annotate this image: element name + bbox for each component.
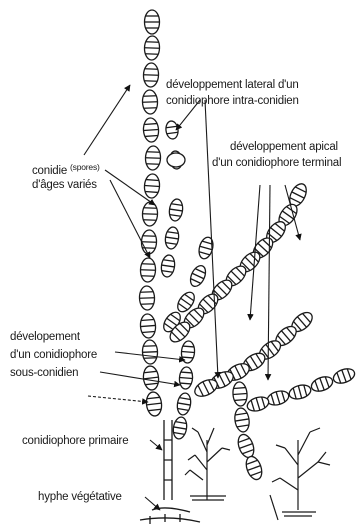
conidium <box>145 10 160 34</box>
conidium <box>165 120 179 139</box>
main-stalk <box>140 420 200 524</box>
conidium <box>243 454 264 481</box>
label-sous-line3: sous-conidien <box>10 366 78 380</box>
label-sous-line1: dévelopement <box>10 330 80 344</box>
pointer-sous-2 <box>100 372 180 385</box>
conidium <box>168 198 184 222</box>
conidium <box>164 226 180 250</box>
label-apical-line2: d'un conidiophore terminal <box>212 156 341 170</box>
conidium <box>141 230 157 255</box>
conidium <box>139 286 155 311</box>
conidium <box>160 254 176 278</box>
conidium <box>143 63 159 88</box>
conidium <box>167 153 185 167</box>
conidium <box>187 263 208 288</box>
label-conidie-spores: (spores) <box>70 162 100 172</box>
label-conidie-ages: d'âges variés <box>32 178 97 192</box>
bush-left <box>185 428 230 500</box>
label-primaire: conidiophore primaire <box>22 434 128 448</box>
conidium <box>144 36 160 61</box>
conidium <box>179 367 194 390</box>
label-apical-line1: développement apical <box>230 140 338 154</box>
conidium <box>142 90 158 115</box>
label-conidie: conidie (spores) <box>32 160 100 178</box>
conidium <box>172 416 188 440</box>
conidium <box>140 313 157 338</box>
conidium <box>233 407 250 433</box>
label-hyphe: hyphe végétative <box>38 490 122 504</box>
conidium <box>144 173 161 198</box>
label-conidie-word: conidie <box>32 165 67 177</box>
conidium <box>145 146 161 171</box>
conidium <box>235 432 256 459</box>
pointer-hyphe <box>145 497 160 510</box>
label-lateral-line1: développement lateral d'un <box>166 78 299 92</box>
conidium <box>288 383 313 401</box>
pointer-sous-3 <box>88 396 148 402</box>
conidium <box>142 365 160 391</box>
conidium <box>142 202 158 227</box>
pointer-primaire <box>150 440 162 450</box>
conidium <box>176 392 192 416</box>
bush-right <box>270 428 330 520</box>
conidium <box>246 395 271 414</box>
conidium <box>140 258 156 283</box>
conidium <box>309 374 334 394</box>
conidium <box>142 340 158 365</box>
conidium <box>232 381 248 406</box>
conidium <box>143 117 160 142</box>
label-lateral-line2: conidiophore intra-conidien <box>166 94 299 108</box>
conidium <box>145 391 163 417</box>
conidium <box>331 366 356 386</box>
pointer-conidie-1 <box>84 85 130 155</box>
label-sous-line2: d'un conidiophore <box>10 348 97 362</box>
conidium <box>266 389 291 408</box>
